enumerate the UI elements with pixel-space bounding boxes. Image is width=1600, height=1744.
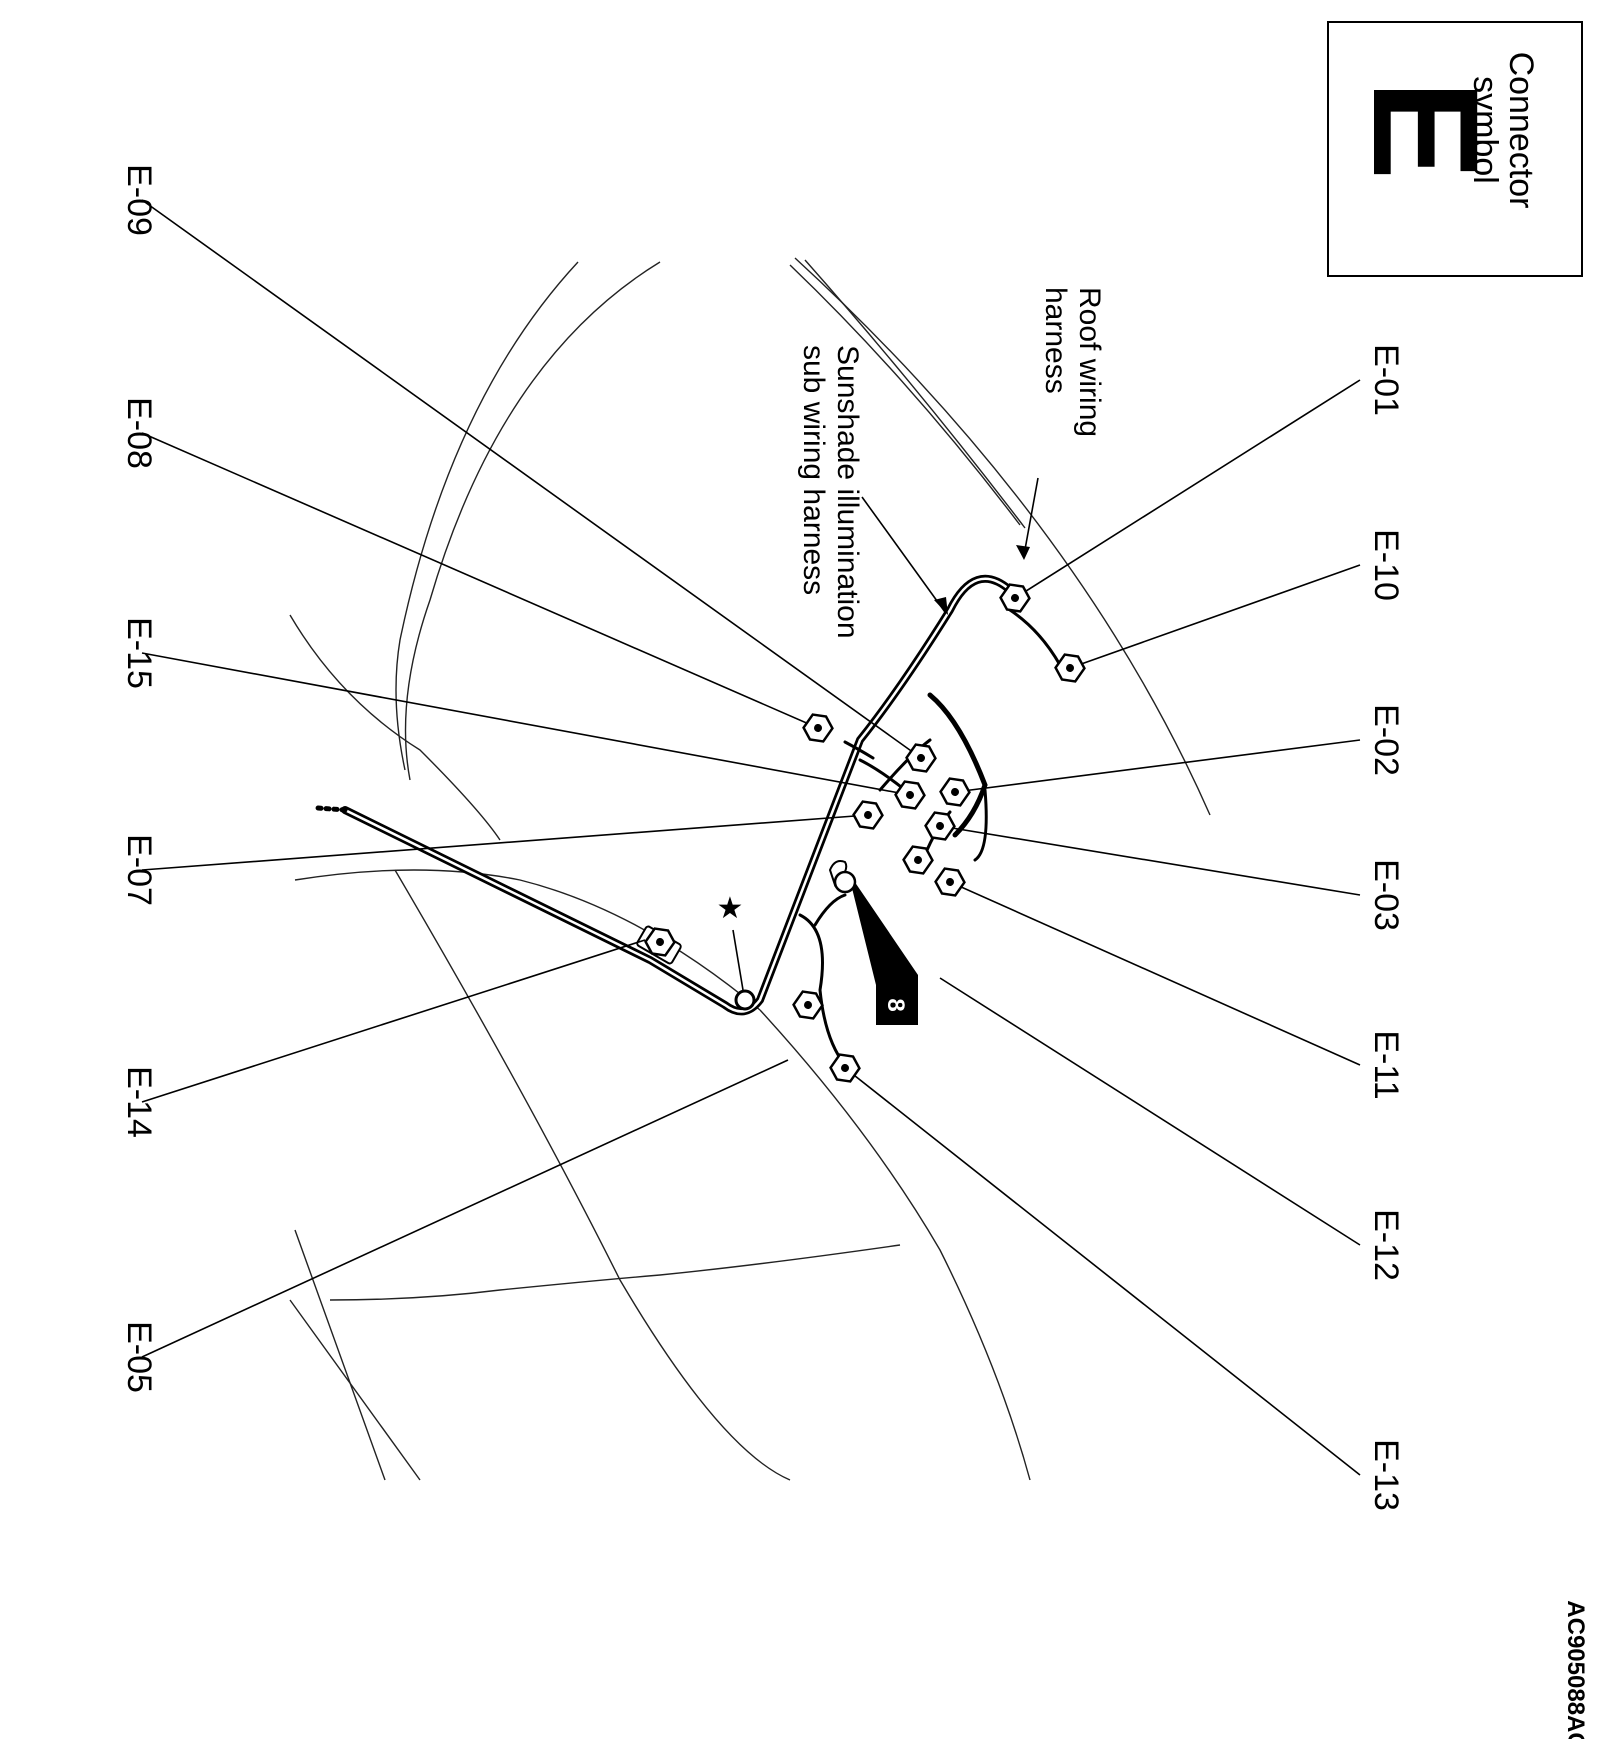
connector-e02	[939, 777, 971, 807]
figure-code-text: AC905088AC	[1562, 1600, 1589, 1739]
legend-title-line-1: Connector	[1502, 52, 1540, 209]
connector-e12	[902, 845, 934, 875]
connector-pin-dot	[914, 856, 922, 864]
connector-e07	[852, 800, 884, 830]
connector-label-e03: E-03	[1367, 859, 1405, 931]
connector-pin-dot	[946, 878, 954, 886]
connector-pin-dot	[951, 788, 959, 796]
connector-pin-dot	[1066, 664, 1074, 672]
sunshade-harness-label-line-1: Sunshade illumination	[831, 345, 864, 639]
connector-e13	[829, 1053, 861, 1083]
connector-label-e09: E-09	[120, 164, 158, 236]
connector-e03	[924, 811, 956, 841]
connector-e09	[905, 743, 937, 773]
connector-e11	[934, 867, 966, 897]
connector-label-e14: E-14	[120, 1066, 158, 1138]
figure-code: AC905088AC	[1562, 1600, 1589, 1744]
roof-harness-label: Roof wiring harness	[1039, 287, 1106, 437]
connector-label-e13: E-13	[1367, 1439, 1405, 1511]
arrowheads	[934, 545, 1030, 615]
connector-label-e12: E-12	[1367, 1209, 1405, 1281]
connector-label-e08: E-08	[120, 397, 158, 469]
connector-pin-dot	[1011, 594, 1019, 602]
roof-harness-label-line-2: harness	[1039, 287, 1072, 394]
connector-label-e10: E-10	[1367, 529, 1405, 601]
connector-pin-dot	[841, 1064, 849, 1072]
connector-e01	[999, 583, 1031, 613]
ground-eyelet	[833, 870, 857, 894]
connector-label-e01: E-01	[1367, 344, 1405, 416]
connector-e10	[1054, 653, 1086, 683]
connector-e08	[802, 713, 834, 743]
connector-label-e15: E-15	[120, 617, 158, 689]
legend-title-line-2: symbol	[1466, 76, 1504, 184]
harness-clip-assembly	[636, 860, 848, 1011]
star-marker: ★	[717, 892, 744, 925]
ground-marker-number: 8	[882, 998, 909, 1011]
body-outline	[289, 257, 1211, 1481]
connector-label-e02: E-02	[1367, 704, 1405, 776]
connector-pin-dot	[917, 754, 925, 762]
connector-pin-dot	[804, 1001, 812, 1009]
connectors	[644, 583, 1086, 1083]
ground-callout: 8	[833, 870, 918, 1025]
connector-symbol-legend: Connector symbol E	[1327, 21, 1583, 277]
connector-labels: E-01E-10E-02E-03E-11E-12E-13 E-09E-08E-15…	[120, 164, 1405, 1511]
legend-symbol: E	[1342, 80, 1510, 180]
connector-pin-dot	[656, 938, 664, 946]
roof-harness-label-line-1: Roof wiring	[1073, 287, 1106, 437]
leader-lines	[141, 199, 1361, 1476]
legend-box	[1327, 21, 1583, 277]
connector-label-e11: E-11	[1367, 1030, 1405, 1099]
sunshade-harness-label: Sunshade illumination sub wiring harness	[797, 345, 864, 639]
connector-pin-dot	[936, 822, 944, 830]
connector-pin-dot	[864, 811, 872, 819]
sunshade-harness-label-line-2: sub wiring harness	[797, 345, 830, 595]
connector-e15	[894, 780, 926, 810]
connector-pin-dot	[814, 724, 822, 732]
connector-pin-dot	[906, 791, 914, 799]
junction-grommet	[734, 989, 756, 1011]
connector-label-e05: E-05	[120, 1321, 158, 1393]
connector-e05	[792, 990, 824, 1020]
connector-label-e07: E-07	[120, 834, 158, 906]
connector-e14	[644, 927, 676, 957]
